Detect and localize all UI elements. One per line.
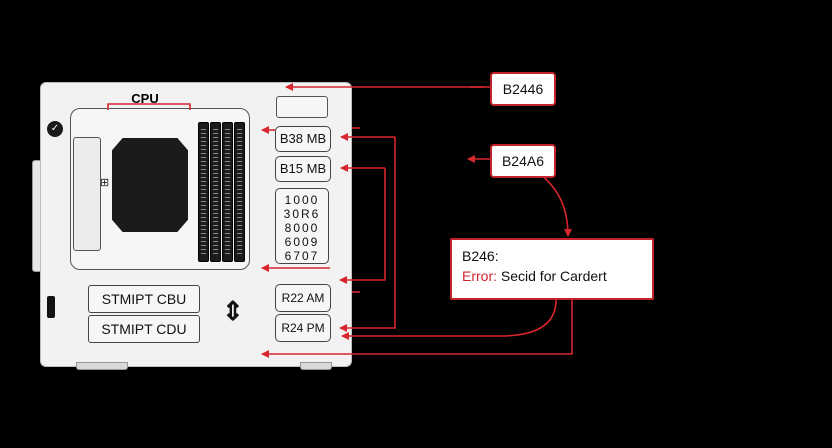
memory-grid-row: 1000 <box>284 193 320 207</box>
case-foot-right <box>300 362 332 370</box>
time-slot-label: R24 PM <box>275 314 331 342</box>
connector-icon: ⊞ <box>100 177 110 189</box>
error-message-box: B246: Error: Secid for Cardert <box>450 238 654 300</box>
cpu-chip <box>112 138 188 232</box>
error-prefix: Error: <box>462 268 497 284</box>
drive-bay <box>276 96 328 118</box>
memory-grid-row: 6707 <box>284 249 320 263</box>
error-code: B246: <box>462 248 499 264</box>
case-foot-left <box>76 362 128 370</box>
power-icon: ✓ <box>47 121 63 137</box>
ram-stick <box>198 122 209 262</box>
cpu-label: CPU <box>131 91 159 106</box>
up-down-arrow-icon: ⇕ <box>222 296 244 326</box>
stmpt-label: STMIPT CBU <box>88 285 200 313</box>
memory-slot-label: B15 MB <box>275 156 331 182</box>
stmpt-label: STMIPT CDU <box>88 315 200 343</box>
memory-slot-label: B38 MB <box>275 126 331 152</box>
memory-grid: 1000 30R6 8000 6009 6707 <box>275 188 329 264</box>
memory-grid-row: 6009 <box>284 235 320 249</box>
callout-box: B24A6 <box>490 144 556 178</box>
callout-box: B2446 <box>490 72 556 106</box>
memory-grid-row: 8000 <box>284 221 320 235</box>
error-message: Secid for Cardert <box>500 268 607 284</box>
ram-stick <box>210 122 221 262</box>
memory-grid-row: 30R6 <box>283 207 321 221</box>
ram-stick <box>234 122 245 262</box>
expansion-slot <box>73 137 101 251</box>
time-slot-label: R22 AM <box>275 284 331 312</box>
error-line: Error: Secid for Cardert <box>462 266 642 286</box>
ram-stick <box>222 122 233 262</box>
usb-port-icon <box>47 296 55 318</box>
